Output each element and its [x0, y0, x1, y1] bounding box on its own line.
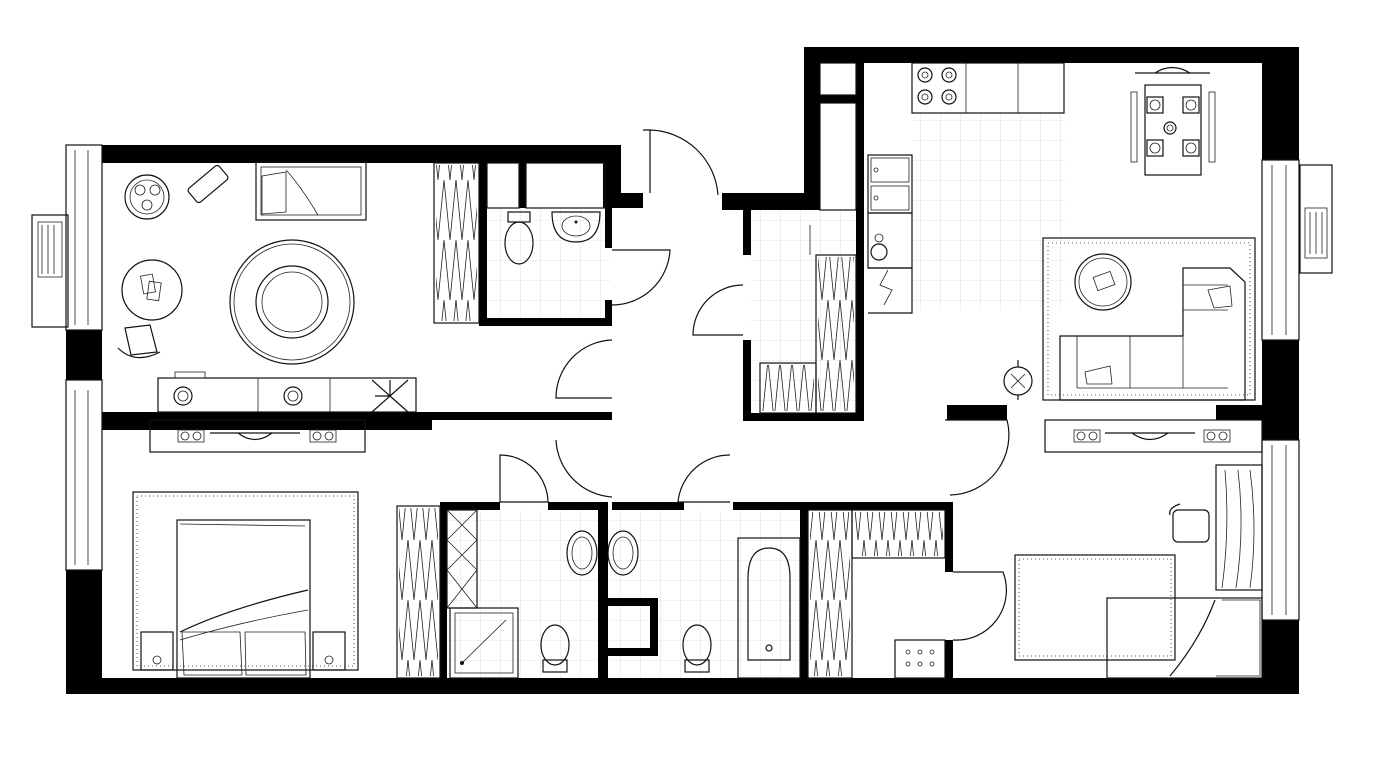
armchair-icon [117, 324, 161, 359]
master-bedroom [132, 491, 441, 679]
laundry [759, 225, 857, 414]
single-bed-icon [1106, 597, 1263, 679]
oven-icon [867, 212, 913, 314]
toilet-icon [682, 624, 712, 673]
bathtub-icon [737, 537, 801, 679]
living-room [31, 161, 480, 413]
boiler-icon [894, 639, 946, 679]
bathroom-lower [682, 537, 801, 679]
double-bed-icon [176, 519, 311, 679]
rug-icon [1014, 554, 1176, 661]
ac-unit-icon [1299, 164, 1333, 274]
desk-icon [1044, 419, 1263, 453]
wardrobe-icon [396, 505, 441, 679]
windows [65, 144, 1300, 621]
toilet-icon [540, 624, 570, 673]
plant-icon [371, 379, 409, 413]
coffee-table-icon [1074, 253, 1132, 311]
walls [66, 47, 1299, 694]
wardrobe-icon [759, 254, 857, 414]
floor-lamp-icon [1003, 360, 1033, 400]
tv-console-icon [157, 371, 417, 413]
cooktop-icon [911, 62, 1065, 114]
toilet-icon [504, 211, 534, 265]
kids-bedroom [1014, 464, 1263, 679]
sofa-icon [1059, 267, 1246, 401]
desk-chair-icon [1169, 503, 1210, 543]
double-basin-icon [566, 530, 639, 576]
side-table-icon [121, 259, 183, 321]
dining-table-icon [1130, 66, 1216, 176]
kitchen-living [819, 62, 1333, 401]
lounge-chair-icon [187, 164, 229, 204]
round-rug-icon [229, 239, 355, 365]
shower-icon [449, 607, 519, 679]
desk-icon [149, 419, 366, 453]
wardrobe-icon [807, 509, 946, 679]
ac-unit-icon [31, 214, 69, 328]
daybed-icon [255, 161, 367, 221]
wardrobe-icon [433, 162, 480, 324]
kitchen-sink-icon [867, 154, 913, 214]
round-table-icon [124, 174, 170, 220]
shower-room [446, 509, 639, 679]
nightstand-icon [140, 631, 174, 671]
dressing-room [807, 509, 946, 679]
rug-icon [1042, 237, 1256, 401]
curtain-icon [1215, 464, 1263, 591]
bathroom-upper [486, 162, 606, 265]
nightstand-icon [312, 631, 346, 671]
doors [499, 129, 1010, 641]
washbasin-icon [551, 211, 601, 243]
